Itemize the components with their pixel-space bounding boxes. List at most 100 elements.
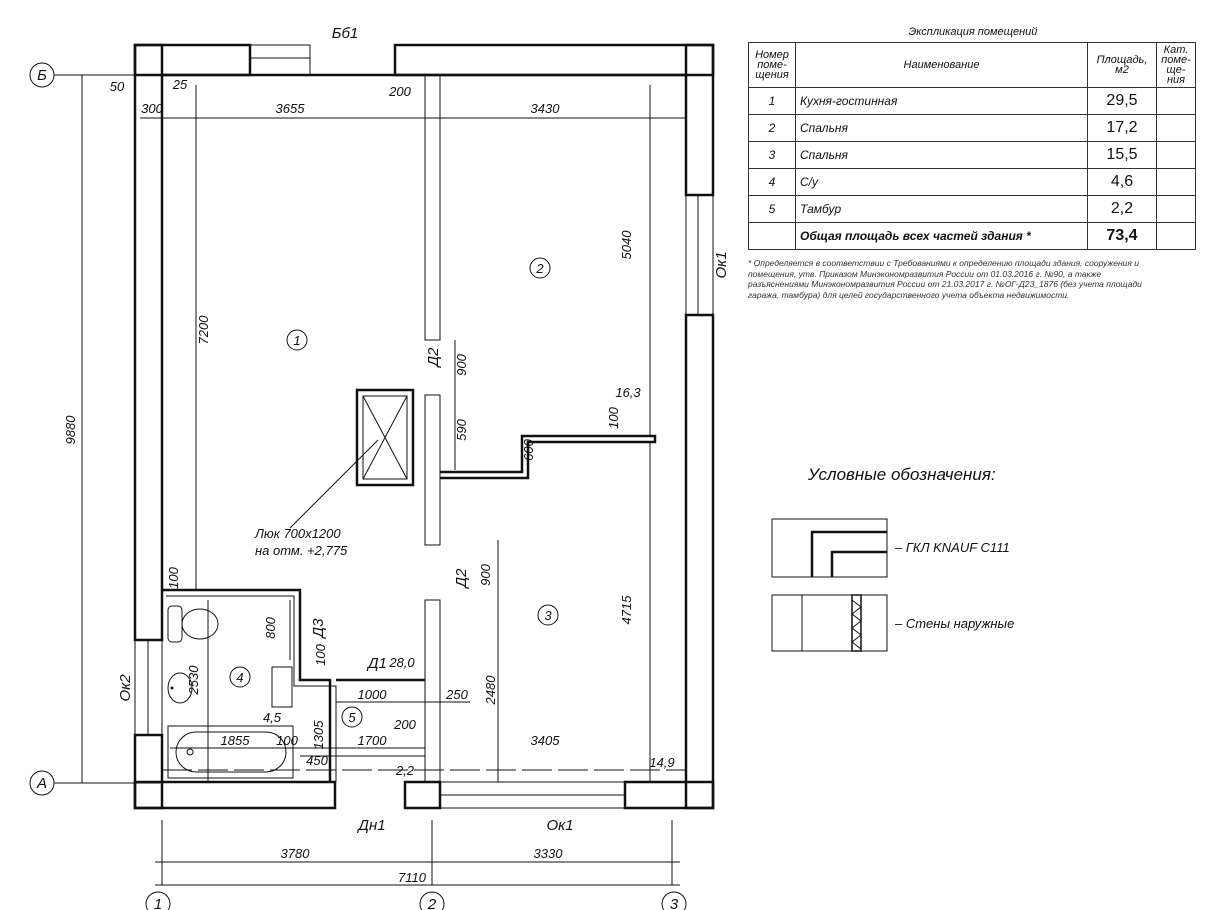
explication-title: Экспликация помещений	[908, 26, 1038, 38]
cell-area: 15,5	[1087, 141, 1157, 169]
dim-label: 100	[276, 733, 298, 748]
ceiling-hatch-icon	[289, 388, 415, 529]
dim-label: 7200	[196, 315, 211, 345]
window-label: Ок2	[117, 674, 134, 702]
dim-label: 600	[521, 438, 536, 460]
dim-label: 200	[393, 717, 416, 732]
dim-label: 50	[110, 79, 125, 94]
dim-label: 7110	[398, 870, 427, 885]
dim-label: 3405	[531, 733, 561, 748]
axis-label: 3	[670, 896, 679, 910]
axis-label: 2	[427, 896, 437, 910]
cell-name: Спальня	[795, 141, 1088, 169]
bathtub-icon	[167, 725, 294, 779]
room-number: 5	[348, 710, 356, 725]
legend: Условные обозначения: – ГКЛ KNAUF C111 –…	[771, 465, 1014, 652]
dim-label: 4,5	[263, 710, 282, 725]
cell-name: Кухня-гостинная	[795, 87, 1088, 115]
room-number: 2	[535, 261, 544, 276]
dim-label: 800	[263, 616, 278, 638]
header-category: Кат. поме-ще-ния	[1156, 42, 1196, 88]
header-number: Номер поме-щения	[748, 42, 796, 88]
dim-label: 9880	[63, 415, 78, 445]
room-number: 1	[293, 333, 300, 348]
cell-name: Спальня	[795, 114, 1088, 142]
window-label: Ок1	[546, 817, 573, 834]
cell-category	[1156, 141, 1196, 169]
axis-label: 1	[154, 896, 162, 910]
dim-label: 250	[445, 687, 468, 702]
room-numbers: 1 2 3 4 5	[229, 257, 559, 728]
axis-label: А	[36, 775, 47, 792]
dim-label: 1000	[358, 687, 388, 702]
washing-machine-icon	[271, 666, 293, 708]
cell-category	[1156, 87, 1196, 115]
interior-walls	[162, 74, 686, 783]
legend-wall-swatch	[771, 594, 888, 652]
dim-label: 1305	[311, 720, 326, 750]
sink-icon	[167, 672, 193, 704]
cell-area: 29,5	[1087, 87, 1157, 115]
dim-label: 2480	[483, 675, 498, 706]
legend-item: – ГКЛ KNAUF C111	[894, 540, 1010, 555]
table-header: Номер поме-щения Наименование Площадь, м…	[748, 42, 1196, 88]
dim-label: 900	[454, 353, 469, 375]
axis-label: Б	[37, 67, 47, 84]
header-name: Наименование	[795, 42, 1088, 88]
dim-label: 16,3	[615, 385, 641, 400]
dim-label: 100	[166, 566, 181, 588]
explication-panel: Экспликация помещений Номер поме-щения Н…	[748, 26, 1198, 300]
dim-label: 2,2	[395, 763, 415, 778]
cell-number: 4	[748, 168, 796, 196]
dim-label: 1700	[358, 733, 388, 748]
dim-label: 200	[388, 84, 411, 99]
dim-label: 4715	[619, 595, 634, 625]
total-label: Общая площадь всех частей здания *	[795, 222, 1088, 250]
dim-label: 3655	[276, 101, 306, 116]
cell-number: 3	[748, 141, 796, 169]
dim-label: 300	[141, 101, 163, 116]
dim-label: 900	[478, 563, 493, 585]
legend-item: – Стены наружные	[894, 616, 1014, 631]
hatch-label: Люк 700x1200	[254, 526, 341, 541]
cell-category	[1156, 195, 1196, 223]
cell-category	[1156, 114, 1196, 142]
opening-labels: Бб1 Ок1 Д2 Д2 Д3 Д1 Ок2 Дн1 Ок1 Люк 700x…	[117, 25, 730, 834]
door-label: Д2	[453, 568, 470, 590]
window-label: Бб1	[332, 25, 359, 42]
dimension-lines	[80, 74, 686, 886]
cell-number: 2	[748, 114, 796, 142]
dim-label: 450	[306, 753, 328, 768]
cell-area: 4,6	[1087, 168, 1157, 196]
total-row: Общая площадь всех частей здания *73,4	[748, 222, 1196, 250]
door-label: Д1	[366, 655, 387, 672]
dim-label: 1855	[221, 733, 251, 748]
cell-name: С/у	[795, 168, 1088, 196]
dim-label: 2530	[186, 665, 201, 696]
door-label: Д3	[310, 618, 327, 640]
cell-number: 5	[748, 195, 796, 223]
door-label: Д2	[425, 347, 442, 369]
window-label: Ок1	[713, 251, 730, 278]
axis-markers: Б А 1 2 3	[29, 62, 687, 910]
dim-label: 100	[606, 406, 621, 428]
dim-label: 590	[454, 418, 469, 440]
door-label: Дн1	[356, 817, 385, 834]
cell-area: 17,2	[1087, 114, 1157, 142]
room-number: 4	[236, 670, 243, 685]
header-area: Площадь, м2	[1087, 42, 1157, 88]
hatch-label: на отм. +2,775	[255, 543, 348, 558]
dim-label: 25	[172, 77, 188, 92]
dim-label: 3780	[281, 846, 311, 861]
room-number: 3	[544, 608, 552, 623]
cell-category	[1156, 168, 1196, 196]
dim-label: 100	[313, 643, 328, 665]
cell-area: 2,2	[1087, 195, 1157, 223]
total-area: 73,4	[1087, 222, 1157, 250]
legend-gkl-swatch	[771, 518, 888, 578]
dim-label: 3430	[531, 101, 561, 116]
